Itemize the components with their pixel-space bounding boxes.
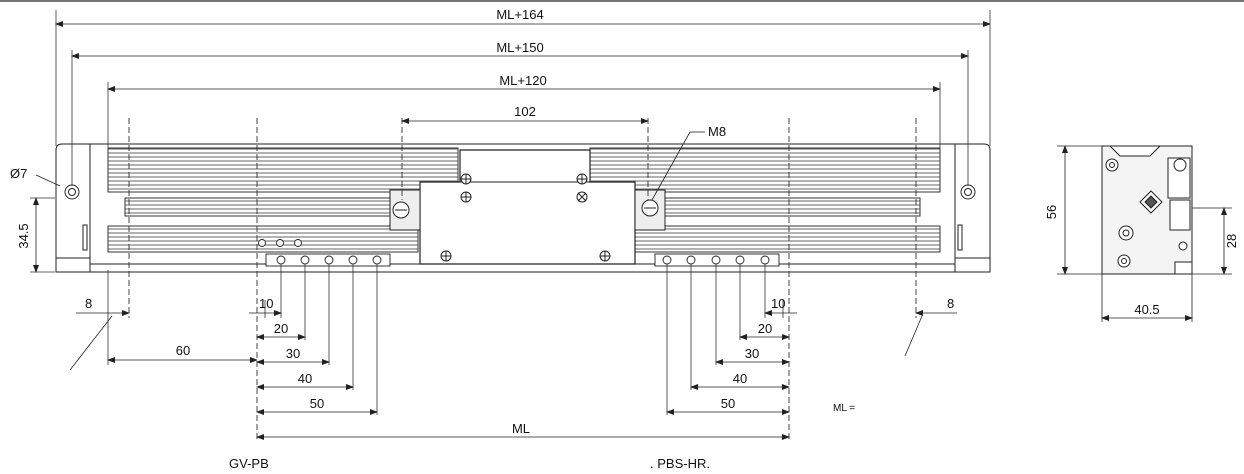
rail-front-view xyxy=(55,143,991,273)
side-view-labels: 56 28 40.5 xyxy=(1044,205,1239,317)
dim-right-30: 30 xyxy=(745,346,759,361)
side-view xyxy=(1057,145,1232,322)
left-end-cap xyxy=(55,143,91,273)
dimension-lines xyxy=(33,21,991,440)
dim-hole-dia: Ø7 xyxy=(10,166,27,181)
dim-right-20: 20 xyxy=(758,321,772,336)
dim-left-10: 10 xyxy=(259,296,273,311)
dim-ml-plus-150: ML+150 xyxy=(496,40,543,55)
dim-side-28: 28 xyxy=(1224,234,1239,248)
dim-ml-plus-164: ML+164 xyxy=(496,7,543,22)
ml-equals-note: ML = xyxy=(833,403,856,414)
dim-left-30: 30 xyxy=(286,346,300,361)
mount-hole-left xyxy=(64,184,80,200)
center-lines xyxy=(128,118,917,440)
caption-left: GV-PB xyxy=(229,456,269,471)
dim-right-50: 50 xyxy=(721,396,735,411)
dim-left-60: 60 xyxy=(176,343,190,358)
dim-side-40-5: 40.5 xyxy=(1134,302,1159,317)
dim-left-20: 20 xyxy=(274,321,288,336)
right-end-cap xyxy=(954,143,991,273)
dim-side-56: 56 xyxy=(1044,205,1059,219)
dim-left-8: 8 xyxy=(85,296,92,311)
caption-right: . PBS-HR. xyxy=(650,456,710,471)
dim-m8: M8 xyxy=(708,124,726,139)
dim-right-40: 40 xyxy=(733,371,747,386)
mount-hole-right xyxy=(960,184,976,200)
dim-left-50: 50 xyxy=(310,396,324,411)
dim-left-40: 40 xyxy=(298,371,312,386)
dim-34-5: 34.5 xyxy=(16,223,31,248)
dim-ml: ML xyxy=(512,421,530,436)
dim-102: 102 xyxy=(514,104,536,119)
carriage-screws xyxy=(392,173,659,262)
dim-ml-plus-120: ML+120 xyxy=(499,73,546,88)
dimension-labels: ML+164 ML+150 ML+120 102 M8 Ø7 34.5 8 60… xyxy=(10,7,954,436)
bottom-holes xyxy=(258,239,780,267)
dim-right-8: 8 xyxy=(947,296,954,311)
dim-right-10: 10 xyxy=(771,296,785,311)
